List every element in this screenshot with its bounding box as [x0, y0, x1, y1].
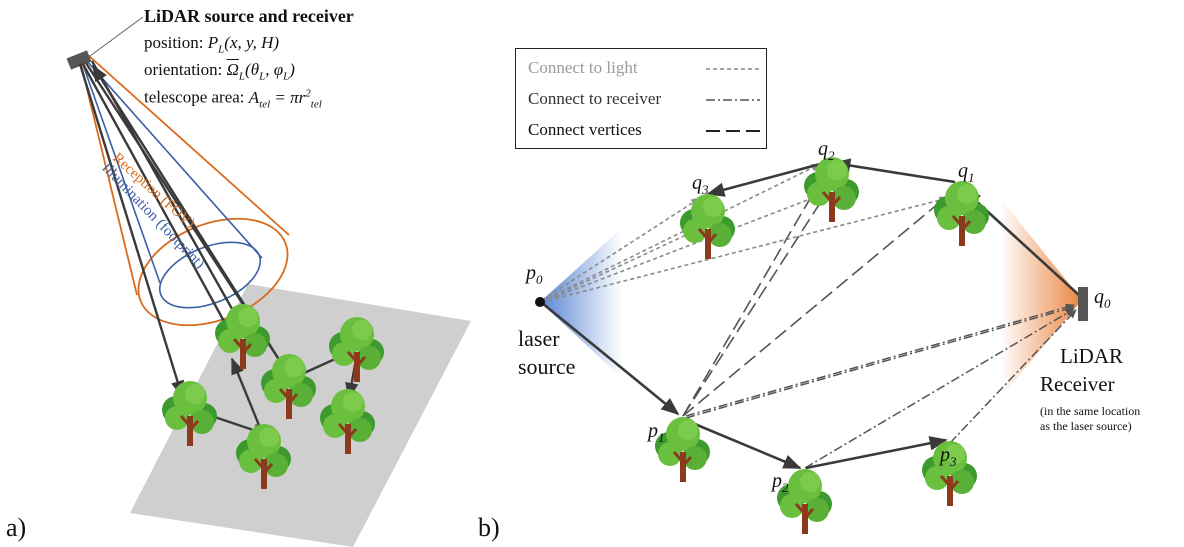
- laser-source-label-1: laser: [518, 326, 560, 351]
- vertex-q0: q0: [1094, 286, 1111, 311]
- tree-icon: [932, 179, 991, 248]
- area-expr: Atel = πr2tel: [248, 87, 322, 111]
- laser-source-label-2: source: [518, 354, 576, 379]
- ground-plane: [130, 284, 471, 547]
- lidar-device: [66, 50, 92, 70]
- area-line: telescope area: Atel = πr2tel: [144, 87, 322, 110]
- receiver-note-1: (in the same location: [1040, 404, 1141, 418]
- vertex-q1: q1: [958, 160, 975, 185]
- vertex-connections: [682, 167, 958, 417]
- lidar-receiver-box: [1078, 287, 1088, 321]
- vertex-q3: q3: [692, 172, 709, 197]
- legend-swatches: [706, 68, 760, 132]
- laser-glow: [540, 228, 622, 378]
- orientation-label: orientation:: [144, 60, 223, 79]
- panel-b: [535, 155, 1088, 536]
- orientation-expr: ΩL(θL, φL): [226, 60, 295, 83]
- vertex-p0: p0: [526, 262, 543, 287]
- legend-light: Connect to light: [528, 58, 638, 77]
- receiver-label-1: LiDAR: [1060, 344, 1123, 368]
- receiver-connections: [685, 303, 1077, 469]
- panel-a-tag: a): [6, 513, 27, 542]
- position-expr: PL(x, y, H): [207, 33, 280, 56]
- main-path: [541, 158, 1081, 470]
- orientation-line: orientation: ΩL(θL, φL): [144, 60, 295, 82]
- position-line: position: PL(x, y, H): [144, 33, 279, 55]
- laser-source-point: [535, 297, 545, 307]
- area-label: telescope area:: [144, 87, 245, 107]
- vertex-p3: p3: [940, 444, 957, 469]
- legend: Connect to light Connect to receiver Con…: [515, 48, 767, 149]
- device-title: LiDAR source and receiver: [144, 6, 354, 26]
- legend-vertices: Connect vertices: [528, 120, 642, 139]
- tree-icon: [678, 192, 737, 261]
- panel-a: [66, 16, 471, 547]
- vertex-p2: p2: [772, 470, 789, 495]
- legend-receiver: Connect to receiver: [528, 89, 662, 108]
- vertex-p1: p1: [648, 420, 665, 445]
- panel-b-tag: b): [478, 513, 500, 542]
- receiver-label-2: Receiver: [1040, 372, 1115, 396]
- receiver-glow: [1000, 198, 1082, 398]
- vertex-q2: q2: [818, 138, 835, 163]
- receiver-note-2: as the laser source): [1040, 419, 1132, 433]
- light-connections: [541, 163, 949, 303]
- position-label: position:: [144, 33, 204, 52]
